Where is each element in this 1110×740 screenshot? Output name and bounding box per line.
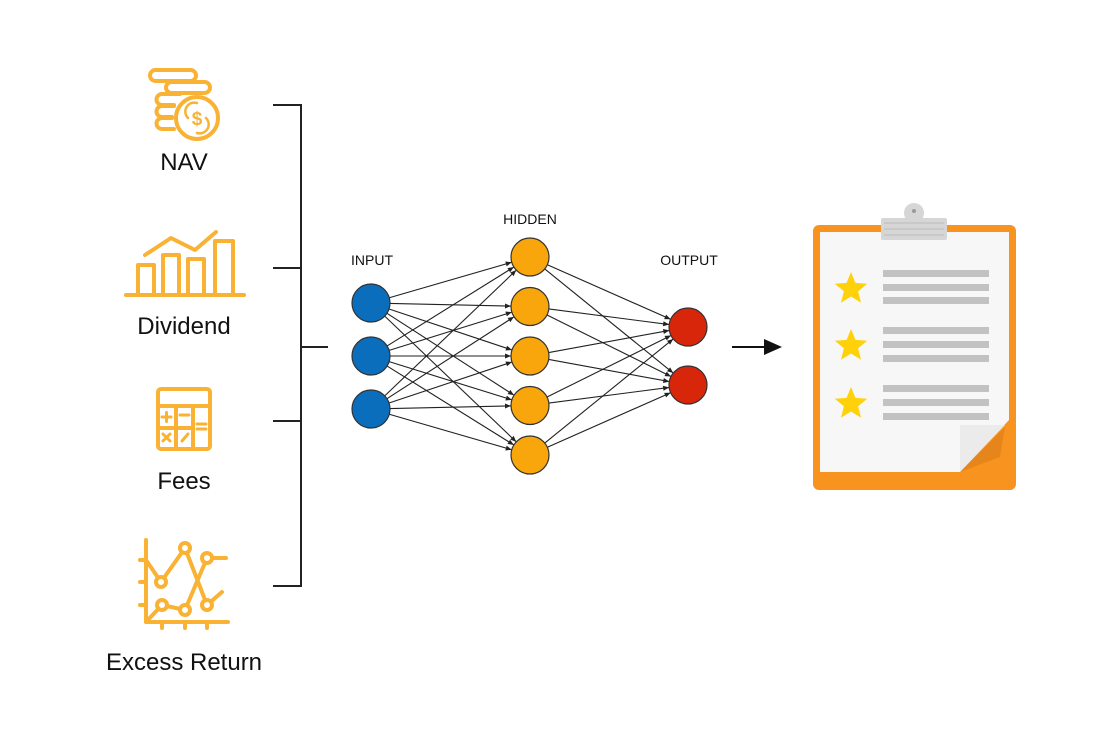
clipboard-rating-icon [813, 203, 1016, 490]
input-node-1 [351, 283, 391, 323]
feature-label-excess-return: Excess Return [105, 649, 263, 676]
network-edges [384, 261, 674, 451]
edge-hidden0-output0 [547, 264, 671, 320]
edge-input1-hidden1 [388, 311, 513, 351]
output-node-2 [668, 365, 708, 405]
edge-hidden0-output1 [544, 268, 674, 374]
edge-arrowhead [507, 316, 515, 323]
edge-input1-hidden0 [386, 266, 515, 347]
edge-arrowhead [664, 392, 671, 398]
layer-label-output: OUTPUT [660, 252, 718, 268]
edge-arrowhead [505, 445, 512, 451]
star-icon [834, 387, 868, 418]
edge-input1-hidden3 [388, 361, 513, 401]
edge-input2-hidden4 [389, 413, 512, 451]
edge-input0-hidden1 [389, 302, 512, 307]
edge-arrowhead [662, 321, 670, 327]
edge-arrowhead [667, 367, 674, 374]
edge-hidden3-output0 [546, 334, 672, 398]
edge-arrowhead [662, 378, 670, 383]
feature-label-fees: Fees [157, 468, 211, 495]
edge-input2-hidden0 [384, 269, 517, 397]
edge-arrowhead [505, 361, 512, 367]
edge-hidden1-output1 [546, 314, 672, 378]
edge-arrowhead [504, 303, 512, 309]
star-icon [834, 272, 868, 303]
edge-hidden2-output1 [548, 358, 670, 383]
input-node-2 [351, 336, 391, 376]
line-chart-icon [138, 538, 230, 630]
edge-arrowhead [505, 345, 512, 351]
edge-arrowhead [664, 335, 671, 341]
hidden-node-4 [510, 385, 550, 426]
edge-input0-hidden2 [388, 308, 513, 351]
hidden-node-2 [510, 286, 550, 327]
layer-label-input: INPUT [351, 252, 393, 268]
edge-input2-hidden2 [388, 361, 513, 404]
edge-input0-hidden4 [384, 315, 517, 443]
edge-input2-hidden3 [389, 405, 512, 410]
output-node-1 [668, 307, 708, 347]
edge-input1-hidden4 [386, 365, 515, 446]
bar-chart-trend-icon [124, 230, 246, 297]
calculator-icon [156, 387, 212, 451]
edge-arrowhead [505, 261, 512, 267]
edge-arrowhead [507, 389, 515, 396]
edge-arrowhead [507, 267, 514, 273]
layer-label-hidden: HIDDEN [503, 211, 557, 227]
edge-arrowhead [510, 435, 517, 442]
hidden-node-1 [510, 237, 550, 277]
edge-hidden4-output1 [547, 392, 671, 448]
edge-input0-hidden3 [386, 312, 515, 396]
edge-arrowhead [662, 329, 670, 334]
edge-arrowhead [510, 270, 517, 277]
edge-arrowhead [664, 371, 671, 377]
result-arrow [732, 339, 782, 355]
coins-dollar-icon: $ [148, 68, 220, 141]
edge-arrowhead [504, 403, 512, 409]
feature-label-dividend: Dividend [137, 313, 231, 340]
hidden-node-5 [510, 435, 550, 475]
feature-label-nav: NAV [160, 149, 208, 176]
svg-text:$: $ [192, 109, 203, 130]
input-node-3 [351, 389, 391, 429]
edge-input2-hidden1 [386, 316, 515, 400]
rating-stars [834, 272, 868, 418]
feature-bracket [273, 104, 328, 587]
edge-arrowhead [667, 338, 674, 345]
edge-hidden1-output0 [548, 308, 670, 326]
edge-arrowhead [505, 311, 512, 317]
edge-arrowhead [662, 385, 670, 391]
edge-hidden4-output0 [544, 338, 674, 444]
hidden-node-3 [510, 336, 550, 376]
star-icon [834, 329, 868, 360]
edge-input0-hidden0 [389, 261, 512, 299]
edge-hidden3-output1 [548, 386, 670, 404]
edge-hidden2-output0 [548, 329, 670, 354]
edge-arrowhead [507, 439, 514, 445]
network-nodes [351, 237, 708, 475]
edge-arrowhead [664, 314, 671, 320]
edge-arrowhead [505, 395, 512, 401]
edge-arrowhead [505, 353, 511, 359]
